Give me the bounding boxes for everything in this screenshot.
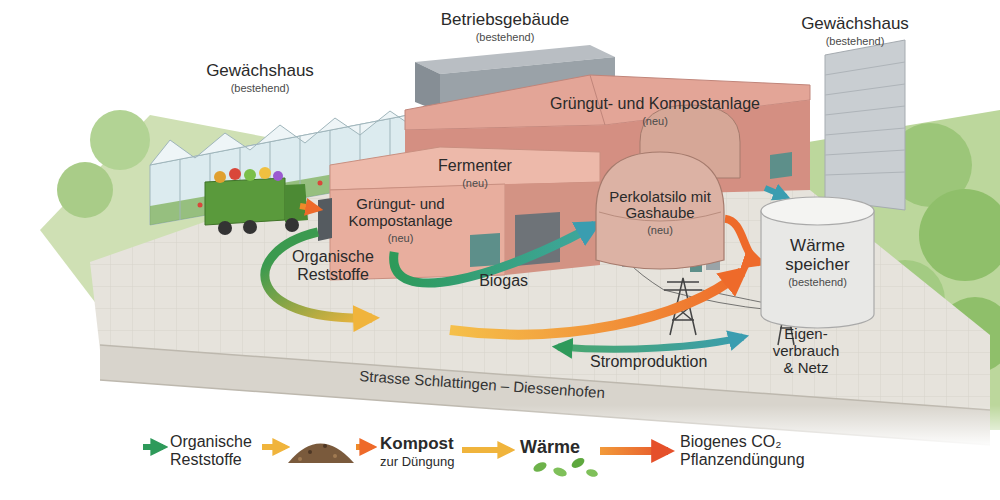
- truck: [259, 167, 271, 179]
- cycle-step: Kompost: [380, 434, 470, 453]
- truck: [285, 218, 299, 232]
- cycle-strip: [600, 447, 668, 455]
- truck: [205, 167, 308, 235]
- compost-hall-back: [770, 152, 792, 179]
- fermenter-hall: [515, 212, 560, 266]
- flow-label: Organische Reststoffe: [283, 248, 383, 284]
- cycle-strip: [288, 444, 354, 464]
- cycle-strip: [333, 454, 337, 458]
- grass: [90, 110, 150, 170]
- road-name: Strasse Schlattingen – Diessenhofen: [359, 368, 689, 408]
- node-note: (neu): [388, 232, 414, 244]
- truck: [205, 178, 285, 225]
- fermenter-hall: [470, 233, 500, 267]
- greenhouse-right: [825, 40, 905, 210]
- tank-top: [761, 197, 874, 225]
- grass: [57, 162, 113, 218]
- node-note: (bestehend): [476, 31, 535, 43]
- cycle-strip: [552, 466, 568, 478]
- truck: [285, 184, 308, 222]
- truck: [243, 220, 257, 234]
- node-title: Betriebsgebäude: [441, 10, 570, 29]
- flow-arrows: [300, 206, 318, 209]
- bottom-fade: [0, 405, 1000, 500]
- bottom-fade: [0, 405, 1000, 500]
- truck: [273, 171, 283, 181]
- truck: [244, 169, 256, 181]
- edge-label: Biogas: [479, 272, 528, 290]
- greenhouse-label-box: Gewächshaus (bestehend): [790, 12, 920, 50]
- flow-arrows: [558, 337, 743, 349]
- cycle-strip: [262, 444, 285, 450]
- cycle-strip: [585, 468, 598, 478]
- cycle-strip: [462, 447, 510, 453]
- node-title: Fermenter: [438, 157, 512, 175]
- greenhouse-left: [318, 181, 323, 186]
- percolate-silo: Perkolatsilo mit Gashaube(neu): [595, 150, 725, 275]
- cycle-strip: [143, 444, 163, 450]
- node-title: Gewächshaus: [801, 14, 909, 33]
- node-note: (neu): [642, 115, 668, 127]
- node-note: (bestehend): [826, 35, 885, 47]
- cycle-step: Biogenes CO₂ Pflanzendüngung: [680, 433, 825, 469]
- silo-body: [596, 152, 724, 269]
- cycle-strip: [308, 450, 312, 454]
- cycle-strip: [532, 460, 548, 473]
- truck: [214, 171, 226, 183]
- building-label-box: Betriebsgebäude (bestehend): [435, 8, 575, 46]
- flow-arrows: [450, 272, 742, 335]
- node-title: Grüngut- und Kompostanlage: [342, 196, 460, 230]
- cycle-strip: [570, 456, 586, 470]
- flow-label: Eigen- verbrauch & Netz: [766, 326, 846, 376]
- cycle-strip: [298, 457, 302, 461]
- grass: [919, 189, 1000, 281]
- greenhouse-label-box: Gewächshaus (bestehend): [195, 58, 325, 98]
- node-title: Perkolatsilo mit Gashaube: [606, 189, 714, 223]
- flow-arrow: [725, 219, 760, 263]
- fermenter-hall: [318, 198, 332, 241]
- fermenter-hall: [330, 184, 505, 280]
- node-note: (bestehend): [788, 276, 847, 288]
- greenhouse-right: [825, 40, 905, 210]
- fermenter-hall: [505, 182, 600, 275]
- node-note: (neu): [647, 224, 673, 236]
- cycle-step: Organische Reststoffe: [170, 433, 270, 469]
- tank-body: [761, 211, 874, 328]
- cycle-note: zur Düngung: [380, 455, 480, 470]
- cycle-step: Wärme: [520, 437, 600, 457]
- compost-hall-box: Grüngut- und Kompostanlage (neu): [338, 188, 463, 252]
- truck: [229, 168, 241, 180]
- compost-hall-box: Grüngut- und Kompostanlage (neu): [530, 92, 780, 130]
- node-title: Wärme speicher: [777, 236, 859, 274]
- flow-arrows: [765, 188, 786, 197]
- greenhouse-left: [198, 203, 203, 208]
- node-note: (bestehend): [231, 82, 290, 94]
- greenhouse-right: [825, 62, 905, 175]
- heat-storage-tank: Wärme speicher (bestehend): [760, 195, 875, 330]
- node-title: Grüngut- und Kompostanlage: [550, 95, 760, 113]
- flow-label: Stromproduktion: [590, 353, 740, 371]
- fermenter-box: Fermenter (neu): [420, 155, 530, 191]
- node-title: Gewächshaus: [206, 61, 314, 80]
- cycle-strip: [356, 444, 372, 450]
- node-note: (neu): [462, 177, 488, 189]
- truck: [218, 221, 232, 235]
- cycle-strip: [323, 444, 327, 448]
